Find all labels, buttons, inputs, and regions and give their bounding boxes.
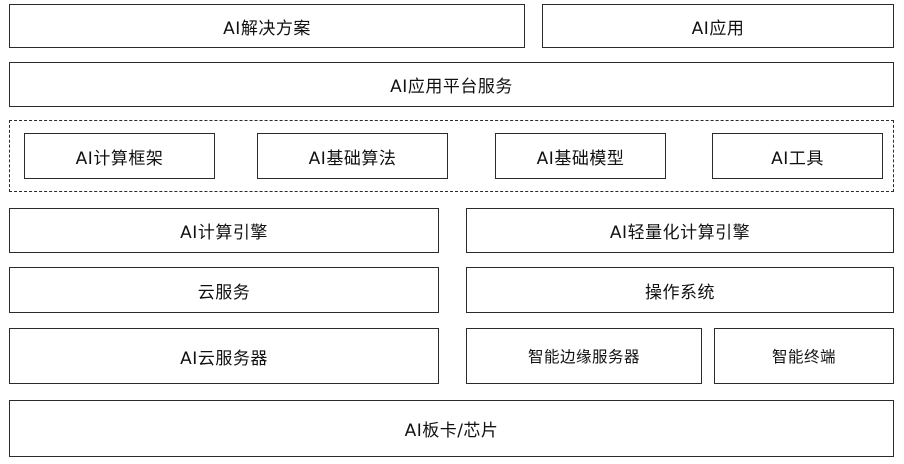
ai-application-box: AI应用 — [542, 4, 894, 48]
ai-tools-box: AI工具 — [712, 133, 883, 179]
ai-basic-model-label: AI基础模型 — [536, 148, 625, 169]
ai-core-group-dashed — [9, 120, 894, 192]
ai-basic-algorithm-box: AI基础算法 — [257, 133, 448, 179]
cloud-service-label: 云服务 — [197, 282, 251, 303]
ai-app-platform-service-box: AI应用平台服务 — [9, 62, 894, 107]
ai-app-platform-service-label: AI应用平台服务 — [390, 77, 513, 97]
ai-lightweight-engine-box: AI轻量化计算引擎 — [466, 208, 894, 253]
cloud-service-box: 云服务 — [9, 267, 439, 313]
ai-basic-model-box: AI基础模型 — [495, 133, 666, 179]
operating-system-label: 操作系统 — [645, 282, 715, 303]
ai-compute-framework-label: AI计算框架 — [75, 148, 164, 169]
ai-basic-algorithm-label: AI基础算法 — [308, 148, 397, 169]
ai-cloud-server-label: AI云服务器 — [180, 348, 268, 369]
ai-application-label: AI应用 — [691, 18, 745, 39]
edge-server-label: 智能边缘服务器 — [527, 348, 640, 366]
smart-terminal-label: 智能终端 — [771, 348, 836, 366]
ai-cloud-server-box: AI云服务器 — [9, 328, 439, 384]
ai-tools-label: AI工具 — [771, 148, 824, 169]
ai-lightweight-engine-label: AI轻量化计算引擎 — [609, 223, 751, 243]
ai-compute-engine-box: AI计算引擎 — [9, 208, 439, 253]
edge-server-box: 智能边缘服务器 — [466, 328, 702, 384]
smart-terminal-box: 智能终端 — [714, 328, 894, 384]
ai-solution-label: AI解决方案 — [223, 18, 311, 39]
ai-compute-engine-label: AI计算引擎 — [180, 223, 268, 243]
operating-system-box: 操作系统 — [466, 267, 894, 313]
ai-solution-box: AI解决方案 — [9, 4, 525, 48]
ai-board-chip-box: AI板卡/芯片 — [9, 400, 894, 457]
ai-compute-framework-box: AI计算框架 — [24, 133, 215, 179]
ai-board-chip-label: AI板卡/芯片 — [404, 421, 499, 441]
